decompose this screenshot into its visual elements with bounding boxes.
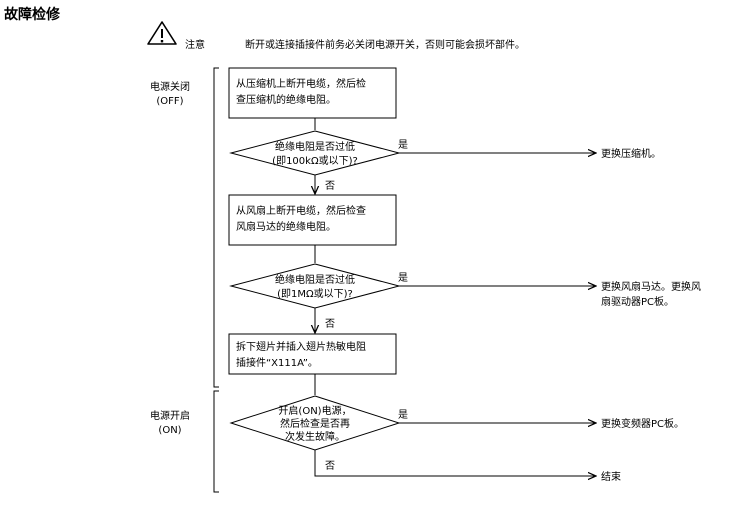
power-on-bracket bbox=[213, 390, 219, 493]
decision-3-line-1: 开启(ON)电源， bbox=[278, 404, 351, 417]
yes-label-2: 是 bbox=[398, 272, 408, 284]
no-arrow-3 bbox=[314, 450, 596, 476]
decision-diamond-2 bbox=[229, 263, 401, 309]
decision-1-line-2: (即100kΩ或以下)? bbox=[272, 155, 358, 167]
step-3-line-2: 插接件“X111A”。 bbox=[236, 356, 318, 369]
step-1-line-2: 查压缩机的绝缘电阻。 bbox=[236, 93, 336, 106]
step-2-line-2: 风扇马达的绝缘电阻。 bbox=[236, 220, 336, 233]
warning-triangle-icon bbox=[147, 21, 177, 45]
no-label-2: 否 bbox=[325, 318, 335, 330]
decision-3-line-3: 次发生故障。 bbox=[285, 430, 345, 443]
power-on-label: 电源开启 bbox=[150, 409, 190, 422]
step-3-line-1: 拆下翅片并插入翅片热敏电阻 bbox=[236, 340, 366, 353]
step-2-line-1: 从风扇上断开电缆，然后检查 bbox=[236, 204, 366, 217]
decision-1-line-1: 绝缘电阻是否过低 bbox=[275, 140, 355, 153]
decision-3-line-2: 然后检查是否再 bbox=[280, 417, 350, 430]
no-label-3: 否 bbox=[325, 460, 335, 472]
step-box-3 bbox=[228, 333, 397, 375]
yes-label-3: 是 bbox=[398, 409, 408, 421]
result-replace-fan-line-2: 扇驱动器PC板。 bbox=[601, 295, 674, 308]
yes-label-1: 是 bbox=[398, 139, 408, 151]
caution-text: 断开或连接插接件前务必关闭电源开关，否则可能会损坏部件。 bbox=[245, 38, 525, 51]
power-off-bracket bbox=[213, 67, 219, 388]
caution-label: 注意 bbox=[185, 38, 205, 51]
result-replace-fan-line-1: 更换风扇马达。更换风 bbox=[601, 280, 701, 293]
step-box-1 bbox=[228, 67, 397, 119]
decision-diamond-1 bbox=[229, 130, 401, 176]
power-off-state: (OFF) bbox=[156, 96, 183, 107]
no-label-1: 否 bbox=[325, 180, 335, 192]
decision-2-line-1: 绝缘电阻是否过低 bbox=[275, 273, 355, 286]
power-off-label: 电源关闭 bbox=[150, 80, 190, 93]
step-1-line-1: 从压缩机上断开电缆，然后检 bbox=[236, 77, 366, 90]
decision-2-line-2: (即1MΩ或以下)? bbox=[277, 288, 353, 300]
step-box-2 bbox=[228, 194, 397, 246]
result-replace-compressor: 更换压缩机。 bbox=[601, 147, 661, 160]
result-end: 结束 bbox=[601, 470, 621, 483]
page-title: 故障检修 bbox=[4, 6, 61, 23]
result-replace-inverter-board: 更换变频器PC板。 bbox=[601, 417, 684, 430]
power-on-state: (ON) bbox=[158, 425, 181, 436]
